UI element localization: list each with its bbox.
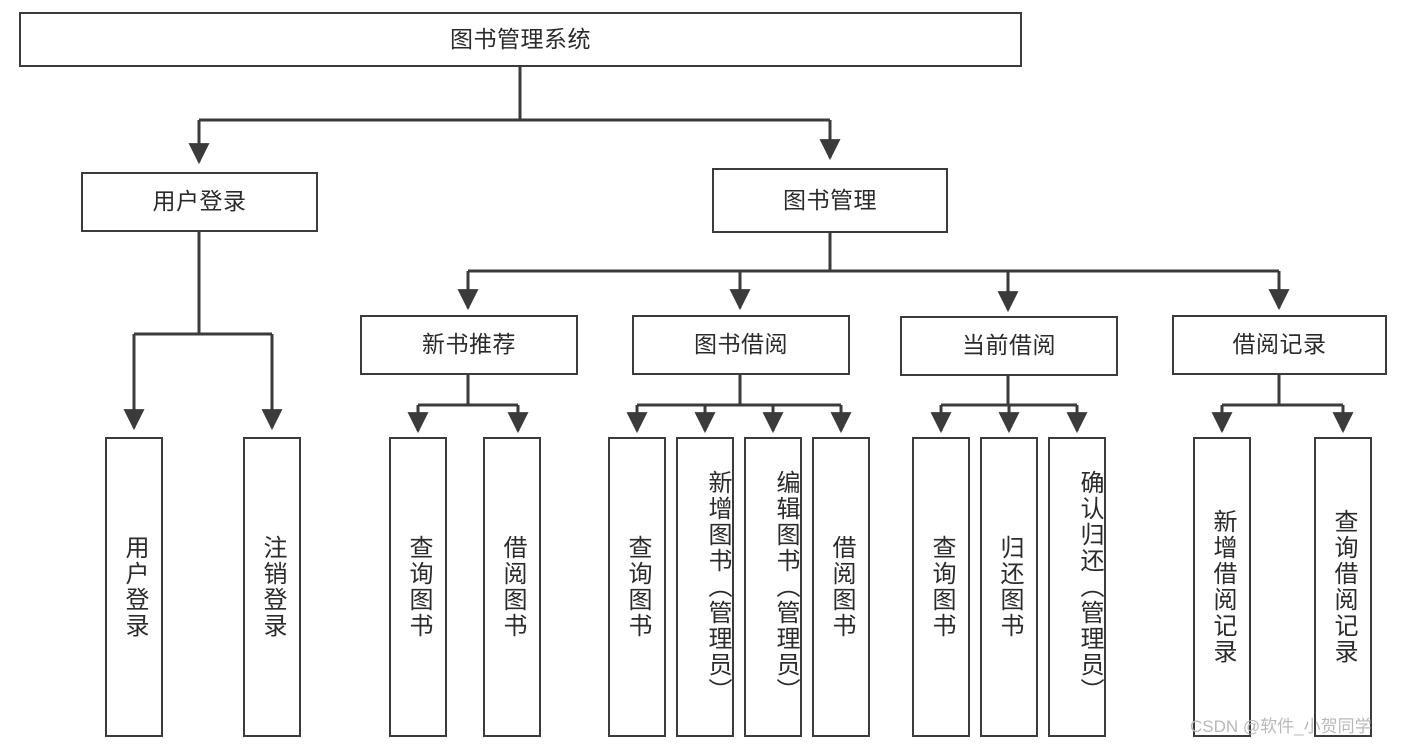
node-book-management[interactable]: 图书管理 (712, 168, 948, 233)
leaf-user-login[interactable]: 用户登录 (105, 437, 163, 737)
leaf-query-book-2[interactable]: 查询图书 (608, 437, 666, 737)
leaf-borrow-book-1[interactable]: 借阅图书 (483, 437, 541, 737)
leaf-logout-login[interactable]: 注销登录 (243, 437, 301, 737)
leaf-add-borrow-record[interactable]: 新增借阅记录 (1193, 437, 1251, 737)
node-current-borrow[interactable]: 当前借阅 (900, 316, 1118, 376)
node-borrow-record[interactable]: 借阅记录 (1172, 315, 1387, 375)
node-book-borrow[interactable]: 图书借阅 (632, 315, 850, 375)
node-root[interactable]: 图书管理系统 (19, 12, 1022, 67)
leaf-return-book[interactable]: 归还图书 (980, 437, 1038, 737)
leaf-edit-book[interactable]: 编辑图书（管理员） (744, 437, 802, 737)
leaf-borrow-book-2[interactable]: 借阅图书 (812, 437, 870, 737)
node-new-book-recommend[interactable]: 新书推荐 (360, 315, 578, 375)
csdn-watermark: CSDN @软件_小贺同学 (1190, 717, 1372, 736)
leaf-confirm-return[interactable]: 确认归还（管理员） (1048, 437, 1106, 737)
leaf-query-book-3[interactable]: 查询图书 (912, 437, 970, 737)
leaf-query-borrow-record[interactable]: 查询借阅记录 (1314, 437, 1372, 737)
leaf-query-book-1[interactable]: 查询图书 (389, 437, 447, 737)
node-user-login[interactable]: 用户登录 (81, 172, 318, 232)
leaf-add-book[interactable]: 新增图书（管理员） (676, 437, 734, 737)
